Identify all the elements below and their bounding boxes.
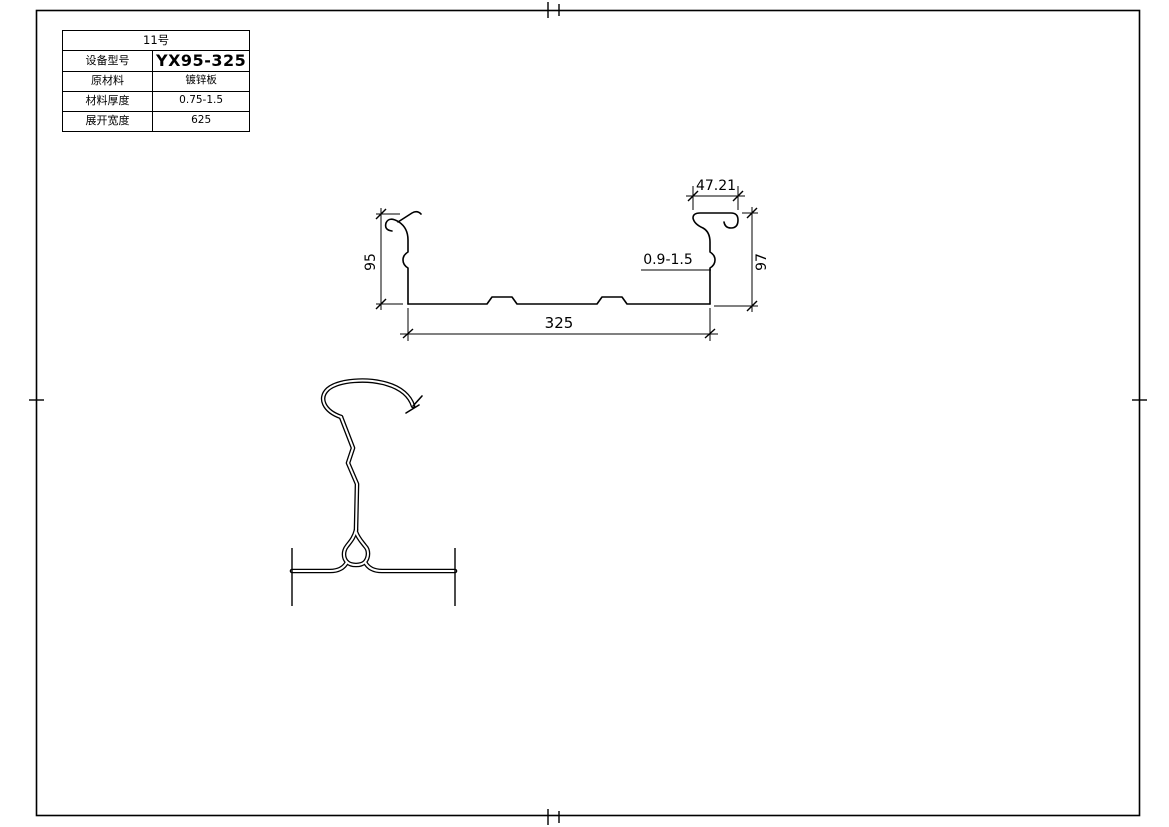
dimension-text-left-height: 95: [363, 253, 379, 271]
title-block-value-model: YX95-325: [151, 50, 251, 72]
profile-right-seam: [692, 212, 739, 305]
dimension-tick: [687, 190, 699, 202]
title-block-row: 原材料 镀锌板: [62, 70, 251, 92]
dimension-tick: [375, 298, 387, 310]
dimension-text-width: 325: [545, 314, 574, 332]
title-block-label-model: 设备型号: [62, 50, 153, 72]
profile-left-seam-barb: [397, 210, 422, 223]
title-block-label-thickness: 材料厚度: [62, 90, 153, 112]
title-block-row: 设备型号 YX95-325: [62, 50, 251, 72]
dimension-tick: [402, 328, 414, 339]
title-block-label-material: 原材料: [62, 70, 153, 92]
dimension-text-top-seam: 47.21: [696, 178, 736, 194]
dimension-left-height: 95: [363, 208, 403, 310]
dimension-tick: [704, 328, 716, 339]
thickness-text: 0.9-1.5: [643, 252, 693, 268]
dimension-tick: [732, 190, 744, 202]
dimension-width: 325: [400, 308, 718, 341]
title-block-label-unfold-width: 展开宽度: [62, 110, 153, 132]
title-block-value-unfold-width: 625: [151, 110, 251, 132]
seam-stem: [338, 414, 360, 533]
profile-section-view: [384, 210, 739, 305]
seam-lock-loop-left-inner: [291, 529, 357, 572]
thickness-label: 0.9-1.5: [641, 252, 711, 271]
seam-lock-loop-right-inner: [346, 531, 369, 566]
seam-hook: [320, 378, 416, 420]
dimension-tick: [746, 300, 758, 312]
title-block-row: 展开宽度 625: [62, 110, 251, 132]
seam-detail-view: [289, 378, 458, 606]
dimension-text-right-height: 97: [754, 253, 770, 271]
base-sheet-right-inner: [364, 561, 456, 572]
title-block-value-thickness: 0.75-1.5: [151, 90, 251, 112]
seam-hook-inner: [322, 379, 414, 418]
title-block-row: 材料厚度 0.75-1.5: [62, 90, 251, 112]
seam-hook-beak: [405, 404, 420, 414]
dimension-tick: [375, 208, 387, 220]
dimension-right-height: 97: [714, 207, 770, 312]
dimension-top-seam: 47.21: [686, 178, 745, 210]
title-block-sheet-number: 11号: [61, 30, 251, 51]
profile-web: [407, 296, 711, 305]
centering-marks: [29, 2, 1147, 825]
title-block: 11号 设备型号 YX95-325 原材料 镀锌板 材料厚度 0.75-1.5 …: [61, 30, 251, 132]
seam-stem-inner: [340, 416, 358, 531]
title-block-value-material: 镀锌板: [151, 70, 251, 92]
title-block-row-header: 11号: [61, 30, 251, 51]
base-sheet-right: [362, 559, 458, 574]
dimension-tick: [746, 207, 758, 219]
seam-hook-beak: [412, 395, 423, 407]
drawing-border: [35, 9, 1141, 817]
profile-left-seam: [384, 218, 409, 305]
